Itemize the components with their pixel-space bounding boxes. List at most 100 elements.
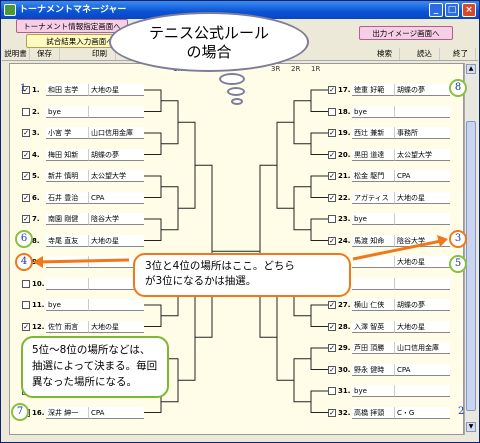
entry-team-field[interactable]: 胡蝶の夢 xyxy=(88,148,144,161)
entry-team-field[interactable]: 太公望大学 xyxy=(88,170,144,182)
entry-name-field[interactable]: 佐竹 雨言 xyxy=(46,320,88,333)
entry-team-field[interactable]: 大地の星 xyxy=(88,320,144,333)
entry-name-field[interactable]: 横山 仁侠 xyxy=(352,299,394,311)
entry-name-field[interactable]: アガティス xyxy=(352,191,394,204)
entry-name-field[interactable]: 梅田 知新 xyxy=(46,148,88,161)
entry-checkbox[interactable]: ✓ xyxy=(328,301,336,309)
entry-name-field[interactable]: 松金 駆門 xyxy=(352,170,394,182)
entry-name-field[interactable]: 南園 剛健 xyxy=(46,213,88,225)
entry-team-field[interactable]: 胡蝶の夢 xyxy=(394,84,450,96)
entry-checkbox[interactable] xyxy=(22,301,30,309)
entry-checkbox[interactable]: ✓ xyxy=(328,344,336,352)
entry-name-field[interactable]: bye xyxy=(46,105,88,118)
entry-checkbox[interactable] xyxy=(22,107,30,116)
entry-name-field[interactable]: 入澤 智英 xyxy=(352,320,394,333)
seed-marker-3: 3 xyxy=(449,230,467,248)
entry-team-field[interactable]: 大地の星 xyxy=(88,84,144,96)
entry-name-field[interactable] xyxy=(352,277,394,290)
entry-team-field[interactable]: 陰谷大学 xyxy=(88,213,144,225)
scroll-up-icon[interactable]: ▲ xyxy=(466,64,476,74)
entry-checkbox[interactable] xyxy=(22,279,30,288)
entry-checkbox[interactable]: ✓ xyxy=(22,322,30,331)
entry-name-field[interactable]: bye xyxy=(352,105,394,118)
entry-team-field[interactable]: 大地の星 xyxy=(394,191,450,204)
entry-team-field[interactable]: 山口信用金庫 xyxy=(88,127,144,139)
entry-checkbox[interactable]: ✓ xyxy=(328,408,336,417)
entry-team-field[interactable] xyxy=(394,277,450,290)
entry-name-field[interactable]: 高橋 拝頭 xyxy=(352,406,394,419)
entry-team-field[interactable]: CPA xyxy=(88,191,144,204)
entry-checkbox[interactable] xyxy=(328,387,336,395)
entry-name-field[interactable]: 小宮 学 xyxy=(46,127,88,139)
entry-name-field[interactable]: 新井 慎明 xyxy=(46,170,88,182)
entry-name-field[interactable]: bye xyxy=(352,385,394,397)
results-input-button[interactable]: 試合結果入力画面へ xyxy=(26,34,134,48)
help-button[interactable]: 説明書 xyxy=(2,48,30,60)
entry-name-field[interactable]: 深井 紳一 xyxy=(46,406,88,419)
entry-team-field[interactable] xyxy=(394,105,450,118)
entry-checkbox[interactable]: ✓ xyxy=(328,86,336,94)
entry-name-field[interactable]: 黒田 道達 xyxy=(352,148,394,161)
search-button[interactable]: 検索 xyxy=(370,48,400,60)
entry-team-field[interactable]: 大地の星 xyxy=(394,256,450,268)
entry-team-field[interactable]: 胡蝶の夢 xyxy=(394,299,450,311)
maximize-button[interactable]: □ xyxy=(445,3,459,17)
output-image-button[interactable]: 出力イメージ画面へ xyxy=(359,26,453,40)
entry-checkbox[interactable]: ✓ xyxy=(22,129,30,137)
entry-team-field[interactable] xyxy=(88,105,144,118)
scroll-down-icon[interactable]: ▼ xyxy=(466,422,476,432)
entry-checkbox[interactable]: ✓ xyxy=(328,236,336,245)
entry-team-field[interactable]: CPA xyxy=(88,406,144,419)
entry-team-field[interactable] xyxy=(88,277,144,290)
entry-name-field[interactable]: 芦田 頂勝 xyxy=(352,342,394,354)
entry-checkbox[interactable]: ✓ xyxy=(328,322,336,331)
tournament-info-button[interactable]: トーナメント情報指定画面へ xyxy=(16,19,128,33)
entry-checkbox[interactable]: ✓ xyxy=(328,193,336,202)
entry-name-field[interactable]: 徳重 好範 xyxy=(352,84,394,96)
title-callout: テニス公式ルール の場合 xyxy=(109,12,309,72)
entry-team-field[interactable]: 太公望大学 xyxy=(394,148,450,161)
entry-checkbox[interactable]: ✓ xyxy=(328,172,336,180)
title-callout-line1: テニス公式ルール xyxy=(148,24,269,42)
entry-checkbox[interactable]: ✓ xyxy=(328,129,336,137)
entry-team-field[interactable]: CPA xyxy=(394,363,450,376)
entry-team-field[interactable] xyxy=(394,213,450,225)
entry-team-field[interactable] xyxy=(88,299,144,311)
exit-button[interactable]: 終了 xyxy=(446,48,476,60)
entry-team-field[interactable]: C・G xyxy=(394,406,450,419)
entry-name-field[interactable]: 寺尾 直友 xyxy=(46,234,88,247)
entry-checkbox[interactable] xyxy=(328,215,336,223)
entry-team-field[interactable]: 事務所 xyxy=(394,127,450,139)
entry-number: 6. xyxy=(32,193,40,202)
load-button[interactable]: 読込 xyxy=(410,48,440,60)
entry-name-field[interactable]: 西辻 兼新 xyxy=(352,127,394,139)
entry-name-field[interactable] xyxy=(46,277,88,290)
entry-number: 19. xyxy=(338,129,351,137)
entry-team-field[interactable]: CPA xyxy=(394,170,450,182)
entry-name-field[interactable]: 馬渡 知命 xyxy=(352,234,394,247)
entry-team-field[interactable] xyxy=(394,385,450,397)
entry-checkbox[interactable]: ✓ xyxy=(22,150,30,159)
entry-name-field[interactable] xyxy=(352,256,394,268)
entry-checkbox[interactable]: ✓ xyxy=(22,172,30,180)
entry-team-field[interactable]: 山口信用金庫 xyxy=(394,342,450,354)
entry-team-field[interactable]: 大地の星 xyxy=(394,320,450,333)
print-button[interactable]: 印刷 xyxy=(84,48,116,60)
entry-name-field[interactable]: 野永 健時 xyxy=(352,363,394,376)
close-button[interactable]: × xyxy=(462,3,476,17)
entry-name-field[interactable]: bye xyxy=(46,299,88,311)
save-button[interactable]: 保存 xyxy=(30,48,60,60)
entry-checkbox[interactable]: ✓ xyxy=(328,150,336,159)
entry-checkbox[interactable]: ✓ xyxy=(22,193,30,202)
entry-checkbox[interactable] xyxy=(328,107,336,116)
entry-name-field[interactable]: 和田 志学 xyxy=(46,84,88,96)
minimize-button[interactable]: _ xyxy=(429,3,443,17)
entry-name-field[interactable]: bye xyxy=(352,213,394,225)
entry-checkbox[interactable]: ✓ xyxy=(22,215,30,223)
seed-marker-2: 2 xyxy=(458,406,465,417)
entry-checkbox[interactable]: ✓ xyxy=(328,365,336,374)
entry-name-field[interactable]: 石井 豊治 xyxy=(46,191,88,204)
entry-checkbox[interactable]: ✓ xyxy=(22,86,30,94)
entry-team-field[interactable]: 大地の星 xyxy=(88,234,144,247)
